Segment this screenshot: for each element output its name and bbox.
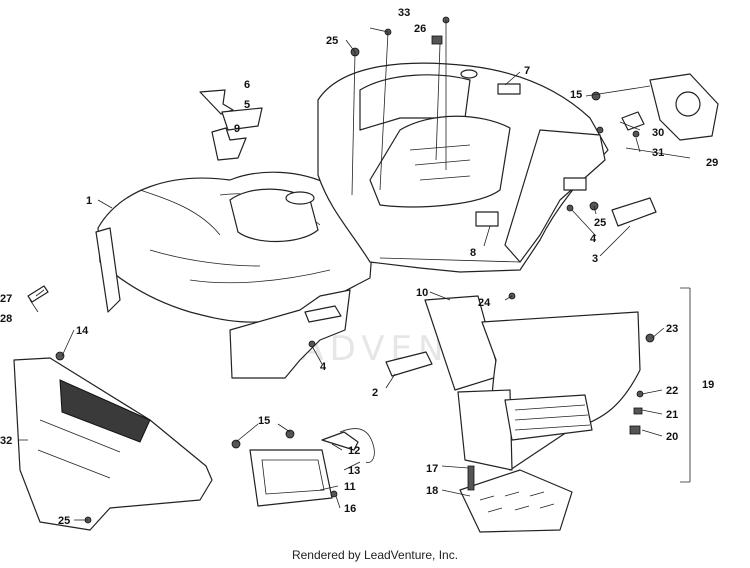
callout-22: 22 <box>666 385 678 397</box>
callout-15-rear: 15 <box>570 89 582 101</box>
grille-mesh <box>59 379 151 443</box>
callout-33: 33 <box>398 7 410 19</box>
callout-25-bottom: 25 <box>58 515 70 527</box>
bumper-body <box>13 357 213 531</box>
tail-light-lens <box>675 91 701 117</box>
exploded-view: LEADVENTURE <box>0 7 719 533</box>
rear-fender <box>317 62 609 273</box>
reflector-2 <box>385 351 433 377</box>
fuel-cap-opening <box>285 191 315 205</box>
callout-23: 23 <box>666 323 678 335</box>
clip-16 <box>330 490 338 498</box>
callout-26: 26 <box>414 23 426 35</box>
headlight-housing <box>249 449 333 507</box>
screw-15-rear <box>591 91 601 101</box>
rear-cap <box>460 69 478 79</box>
callout-30: 30 <box>652 127 664 139</box>
decal-5 <box>221 107 263 131</box>
callout-5: 5 <box>244 99 250 111</box>
screw-15b <box>285 429 295 439</box>
callout-15-front: 15 <box>258 415 270 427</box>
rear-side-panel <box>504 129 606 263</box>
callout-27: 27 <box>0 293 12 305</box>
callout-4-front: 4 <box>320 361 327 373</box>
callout-19: 19 <box>702 379 714 391</box>
fastener-14 <box>55 351 65 361</box>
reflector-mount <box>304 305 342 323</box>
screw-15a <box>231 439 241 449</box>
callout-4-rear: 4 <box>590 233 597 245</box>
warning-decal-8 <box>475 211 499 227</box>
callout-25-top: 25 <box>326 35 338 47</box>
decal-9 <box>211 127 247 161</box>
callout-24: 24 <box>478 297 491 309</box>
rear-light-assembly <box>596 73 719 159</box>
callout-10: 10 <box>416 287 428 299</box>
callout-18: 18 <box>426 485 438 497</box>
callout-32: 32 <box>0 435 12 447</box>
callout-1: 1 <box>86 195 92 207</box>
callout-7: 7 <box>524 65 530 77</box>
callout-16: 16 <box>344 503 356 515</box>
rear-label-plate <box>497 83 521 95</box>
callout-20: 20 <box>666 431 678 443</box>
bolt-17 <box>467 465 475 491</box>
rear-reflector-mount <box>563 177 587 191</box>
grommet-26 <box>431 35 443 45</box>
bulb-31 <box>632 130 640 138</box>
callout-9: 9 <box>234 123 240 135</box>
callout-17: 17 <box>426 463 438 475</box>
footer-credit: Rendered by LeadVenture, Inc. <box>291 548 459 562</box>
decal-6 <box>199 89 234 115</box>
decal-group <box>199 89 263 161</box>
callout-28: 28 <box>0 313 12 325</box>
callout-21: 21 <box>666 409 678 421</box>
callout-8: 8 <box>470 247 476 259</box>
callout-3: 3 <box>592 253 598 265</box>
storage-tub <box>369 115 511 208</box>
callout-2: 2 <box>372 387 378 399</box>
step-plate <box>459 465 573 533</box>
step-plate-body <box>459 469 573 533</box>
front-fender <box>95 171 373 379</box>
washer-21 <box>633 407 643 415</box>
callout-11: 11 <box>344 481 356 493</box>
callout-29: 29 <box>706 157 718 169</box>
floorboard <box>457 287 691 483</box>
leader-lines <box>18 20 665 521</box>
callout-13: 13 <box>348 465 360 477</box>
front-fender-left-skirt <box>95 227 121 313</box>
callout-25-side: 25 <box>594 217 606 229</box>
callout-14: 14 <box>76 325 89 337</box>
reflector-3 <box>611 197 657 227</box>
tail-bulb-socket <box>621 111 645 131</box>
wire-connector <box>596 126 604 134</box>
screw-23 <box>645 333 655 343</box>
grommet-20 <box>629 425 641 435</box>
reflectors <box>385 197 657 377</box>
callout-12: 12 <box>348 445 360 457</box>
callout-6: 6 <box>244 79 250 91</box>
headlight-harness-12 <box>321 431 359 451</box>
footwell-side <box>457 389 513 471</box>
nut-4-rear <box>566 204 574 212</box>
front-bumper <box>13 351 213 531</box>
callout-labels: 33 26 25 7 15 30 31 29 6 5 9 1 8 25 4 3 … <box>0 7 718 527</box>
clip-24 <box>508 292 516 300</box>
callout-31: 31 <box>652 147 664 159</box>
nut-4-front <box>308 340 316 348</box>
headlight-assembly <box>231 428 375 507</box>
